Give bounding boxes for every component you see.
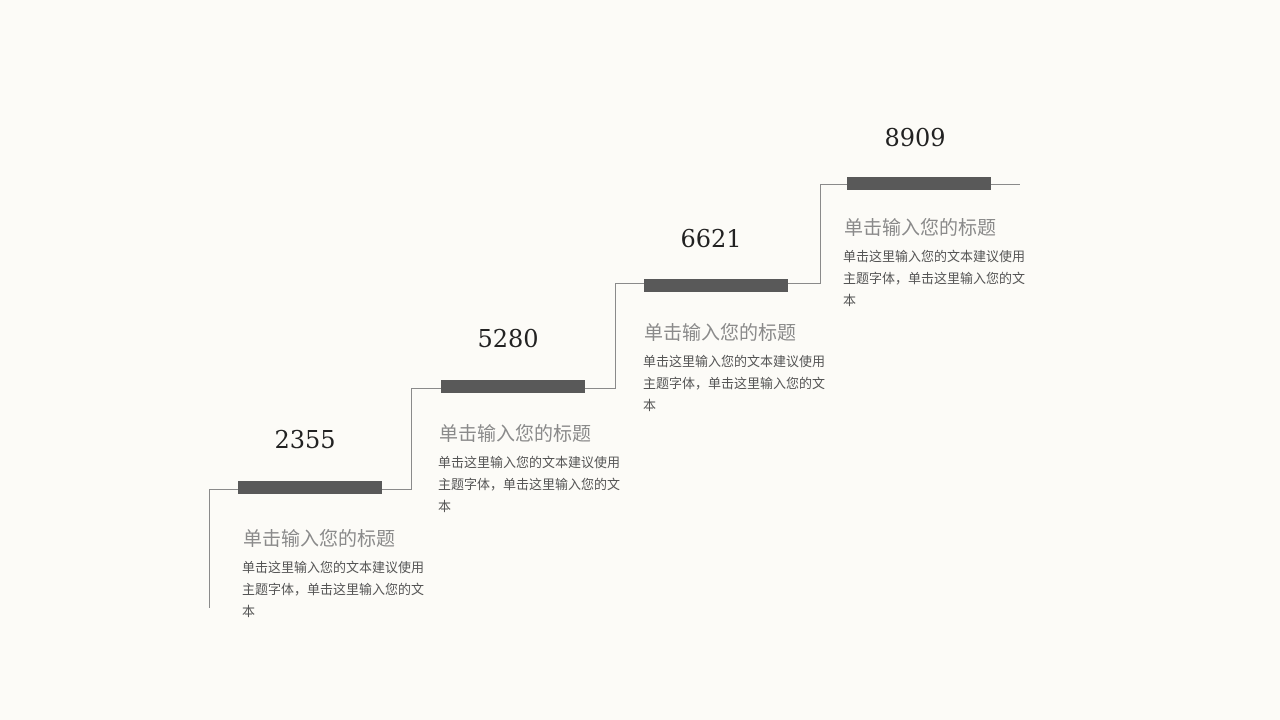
step-title[interactable]: 单击输入您的标题 — [439, 423, 592, 445]
step-description[interactable]: 单击这里输入您的文本建议使用主题字体，单击这里输入您的文本 — [242, 561, 425, 620]
step-title[interactable]: 单击输入您的标题 — [844, 217, 997, 239]
step-bar — [441, 380, 585, 393]
step-description[interactable]: 单击这里输入您的文本建议使用主题字体，单击这里输入您的文本 — [843, 250, 1026, 309]
connector-line — [615, 283, 616, 389]
connector-line — [209, 489, 210, 608]
step-bar — [847, 177, 991, 190]
step-title[interactable]: 单击输入您的标题 — [243, 528, 396, 550]
step-value: 5280 — [477, 325, 539, 353]
step-description[interactable]: 单击这里输入您的文本建议使用主题字体，单击这里输入您的文本 — [643, 355, 826, 414]
step-value: 8909 — [884, 124, 946, 152]
connector-line — [411, 388, 412, 490]
connector-line — [820, 184, 821, 284]
step-description[interactable]: 单击这里输入您的文本建议使用主题字体，单击这里输入您的文本 — [438, 456, 621, 515]
step-bar — [238, 481, 382, 494]
step-title[interactable]: 单击输入您的标题 — [644, 322, 797, 344]
step-bar — [644, 279, 788, 292]
step-value: 6621 — [680, 225, 742, 253]
step-value: 2355 — [274, 426, 336, 454]
